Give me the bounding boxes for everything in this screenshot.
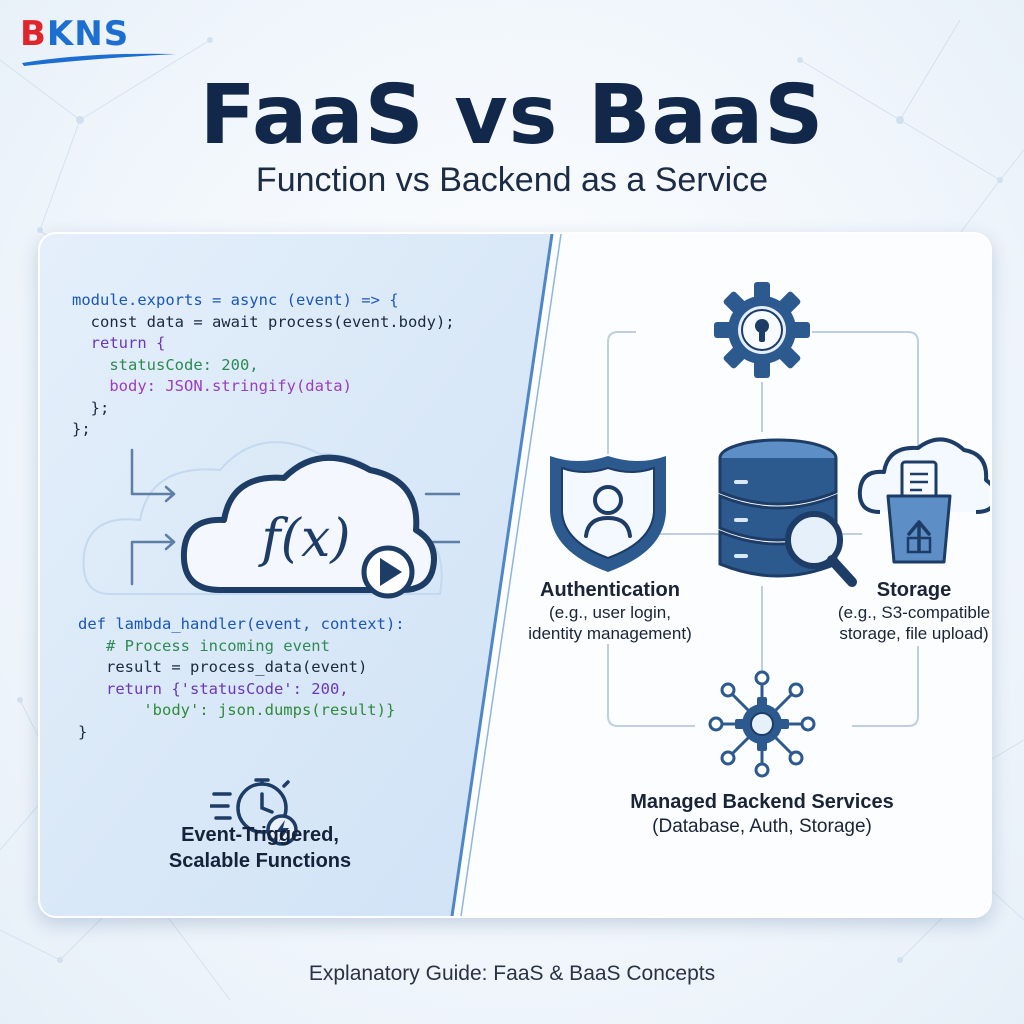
output-arrows: [424, 492, 460, 544]
function-cloud-icon: f(x): [180, 454, 437, 599]
page-subtitle: Function vs Backend as a Service: [255, 161, 769, 199]
baas-services-diagram: [550, 282, 990, 778]
storage-cloud-bucket-icon: [857, 437, 990, 564]
footer-caption: Explanatory Guide: FaaS & BaaS Concepts: [308, 962, 716, 985]
authentication-shield-icon: [550, 456, 666, 572]
page-title: FaaS vs BaaS: [199, 68, 825, 163]
faas-caption: Event-Triggered, Scalable Functions: [168, 824, 352, 872]
stopwatch-lightning-icon: [210, 778, 298, 846]
python-code-block: def lambda_handler(event, context): # Pr…: [78, 615, 405, 741]
fx-symbol: f(x): [257, 509, 350, 569]
authentication-label: Authentication (e.g., user login, identi…: [528, 579, 692, 643]
logo-swoosh-icon: [22, 53, 176, 66]
comparison-panel: module.exports = async (event) => { cons…: [38, 232, 992, 918]
storage-label: Storage (e.g., S3-compatible storage, fi…: [837, 579, 991, 643]
input-arrows: [130, 448, 176, 586]
managed-services-network-icon: [708, 670, 816, 778]
function-cloud-diagram: f(x): [82, 441, 460, 599]
database-search-icon: [718, 438, 857, 587]
security-gear-icon: [714, 282, 810, 378]
javascript-code-block: module.exports = async (event) => { cons…: [72, 291, 455, 438]
managed-services-label: Managed Backend Services (Database, Auth…: [630, 791, 894, 837]
logo-wordmark: BKNS: [20, 14, 130, 54]
brand-logo[interactable]: BKNS: [20, 14, 180, 66]
